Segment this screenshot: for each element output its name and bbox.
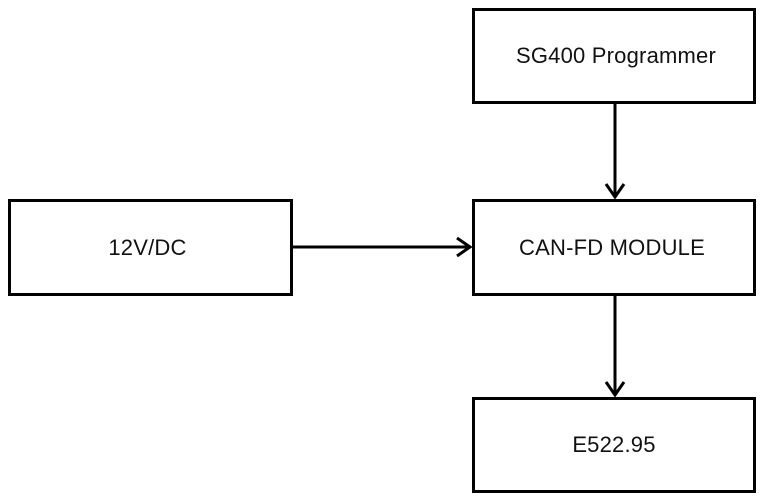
arrow-head: [456, 236, 473, 258]
arrow-programmer-to-canfd: [604, 104, 626, 200]
node-can-fd-module: CAN-FD MODULE: [472, 199, 756, 296]
arrow-head: [604, 183, 626, 200]
node-label: SG400 Programmer: [515, 43, 717, 68]
node-label: CAN-FD MODULE: [519, 234, 705, 260]
arrow-canfd-to-ecu: [604, 296, 626, 398]
node-12v-dc: 12V/DC: [8, 199, 293, 296]
node-label: 12V/DC: [108, 234, 187, 260]
node-e522-95: E522.95: [472, 397, 756, 493]
arrow-power-to-canfd: [293, 236, 473, 258]
node-sg400-programmer: SG400 Programmer: [472, 8, 756, 104]
arrow-head: [604, 381, 626, 398]
node-label: E522.95: [572, 432, 656, 457]
